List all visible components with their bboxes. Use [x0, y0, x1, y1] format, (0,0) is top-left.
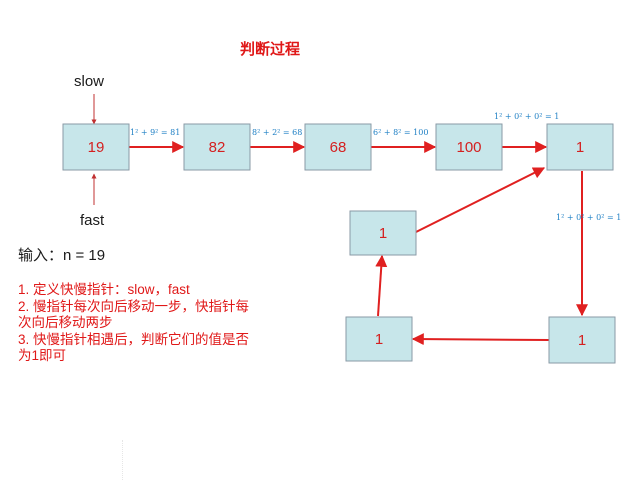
step-item: 1. 定义快慢指针：slow，fast	[18, 282, 190, 297]
node-1-top-right: 1	[546, 123, 614, 171]
edge-label-100: 1² + 0² + 0² = 1	[494, 112, 559, 121]
step-item: 3. 快慢指针相遇后，判断它们的值是否为1即可	[18, 331, 250, 364]
edge-label-1: 1² + 0² + 0² = 1	[556, 213, 621, 222]
node-1-middle-left: 1	[349, 210, 417, 256]
node-19: 19	[62, 123, 130, 171]
node-1-bottom-left: 1	[345, 316, 413, 362]
edge-bottom-right-to-left	[411, 333, 550, 346]
input-label: 输入：n = 19	[18, 247, 106, 264]
node-1-bottom-right: 1	[548, 316, 616, 364]
node-label: 100	[456, 139, 481, 156]
step-item: 2. 慢指针每次向后移动一步，快指针每次向后移动两步	[18, 298, 250, 331]
diagram-title: 判断过程	[240, 40, 301, 58]
node-label: 82	[209, 139, 226, 156]
node-label: 1	[375, 331, 383, 348]
node-100: 100	[435, 123, 503, 171]
slow-pointer-label: slow	[74, 73, 105, 90]
node-82: 82	[183, 123, 251, 171]
node-68: 68	[304, 123, 372, 171]
node-label: 1	[578, 332, 586, 349]
node-label: 1	[379, 225, 387, 242]
edge-label-19: 1² + 9² = 81	[130, 128, 180, 137]
edge-label-68: 6² + 8² = 100	[373, 128, 428, 137]
edge-label-82: 8² + 2² = 68	[252, 128, 302, 137]
node-label: 68	[330, 139, 347, 156]
steps-list: 1. 定义快慢指针：slow，fast 2. 慢指针每次向后移动一步，快指针每次…	[18, 282, 253, 365]
fast-pointer-label: fast	[80, 212, 105, 229]
divider	[122, 440, 123, 480]
edge-cycle-back	[415, 167, 546, 233]
edge-bottom-left-up	[375, 254, 388, 317]
node-label: 19	[88, 139, 105, 156]
node-label: 1	[576, 139, 584, 156]
